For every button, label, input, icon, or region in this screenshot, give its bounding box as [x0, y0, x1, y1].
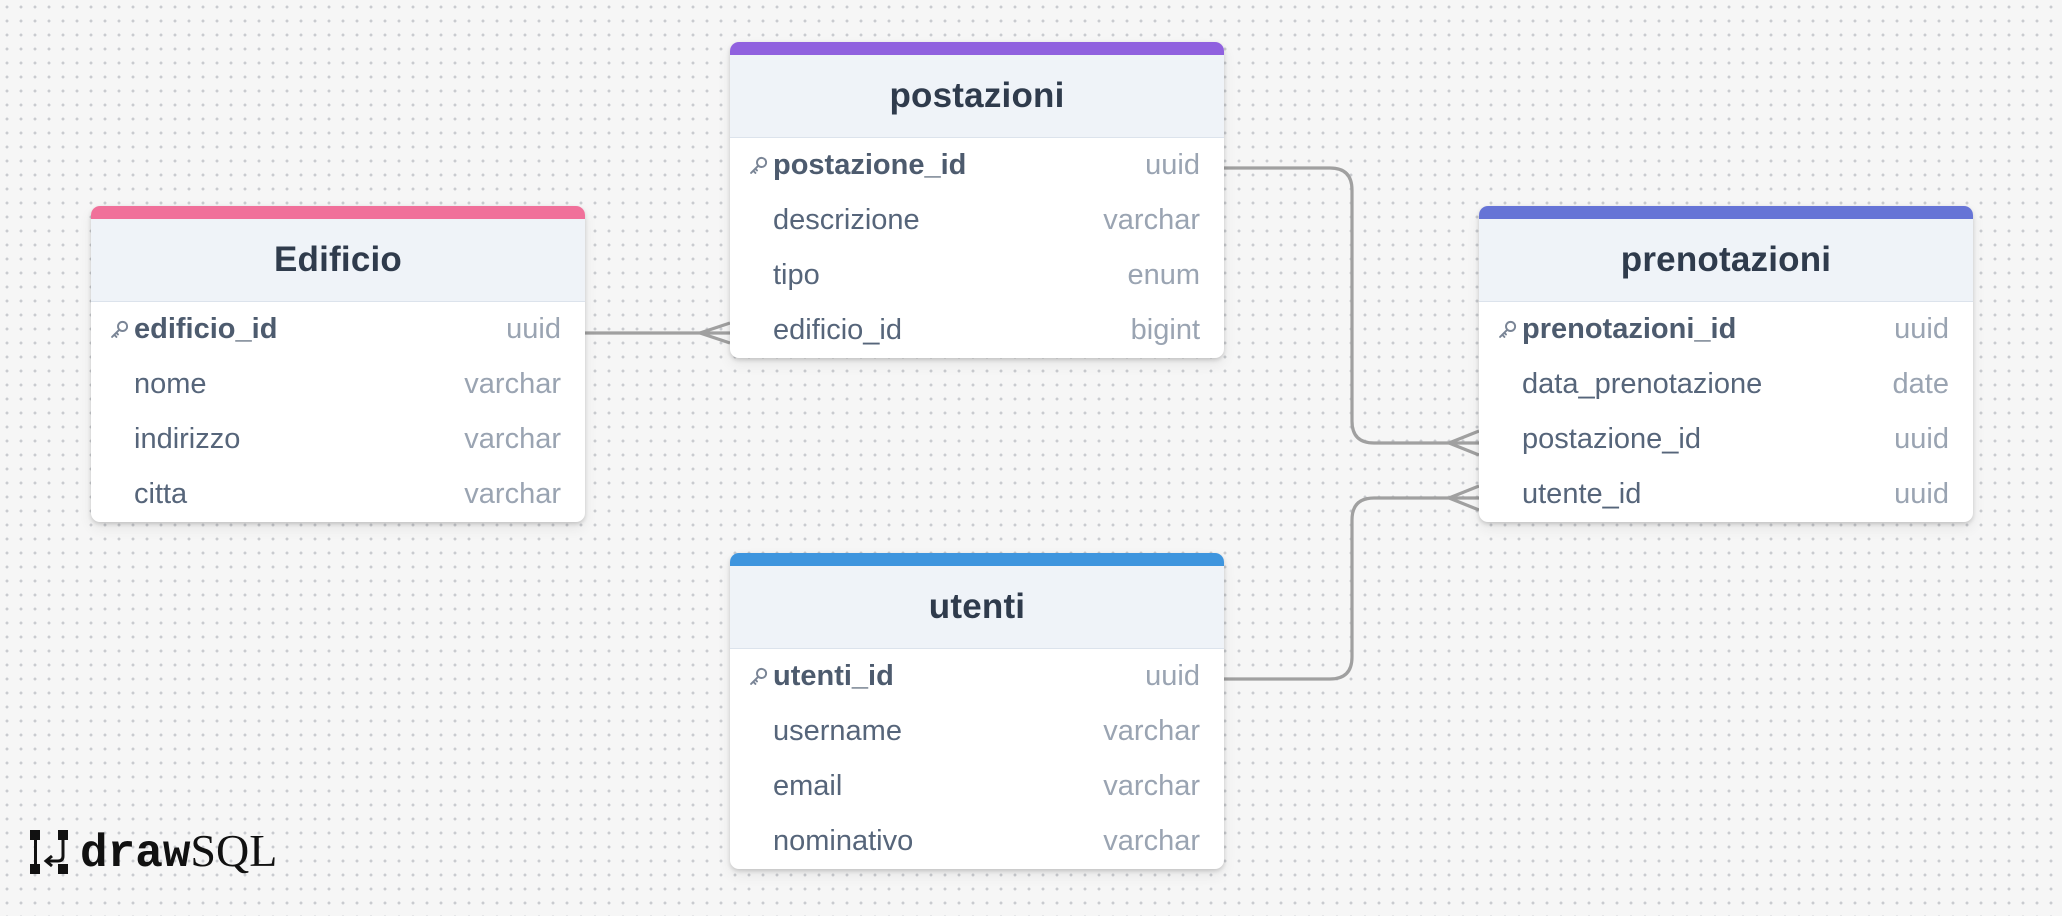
relation-postazioni-prenotazioni[interactable] — [1224, 166, 1480, 457]
field-row-utenti-id[interactable]: utenti_id uuid — [748, 649, 1200, 704]
field-type: varchar — [464, 423, 561, 455]
field-row-prenotazioni-id[interactable]: prenotazioni_id uuid — [1497, 302, 1949, 357]
field-type: uuid — [1894, 478, 1949, 510]
field-name: prenotazioni_id — [1522, 313, 1737, 345]
key-icon — [109, 319, 134, 340]
field-row-nominativo[interactable]: nominativo varchar — [748, 814, 1200, 869]
field-type: varchar — [1103, 825, 1200, 857]
field-row-data-prenotazione[interactable]: data_prenotazione date — [1497, 357, 1949, 412]
field-row-descrizione[interactable]: descrizione varchar — [748, 193, 1200, 248]
field-type: varchar — [464, 478, 561, 510]
field-name: data_prenotazione — [1522, 368, 1763, 400]
drawsql-logo[interactable]: drawSQL — [30, 826, 277, 878]
field-name: postazione_id — [1522, 423, 1701, 455]
field-name: utenti_id — [773, 660, 894, 692]
table-title: prenotazioni — [1620, 240, 1832, 279]
field-name: nominativo — [773, 825, 914, 857]
table-header[interactable]: postazioni — [730, 55, 1224, 138]
field-name: utente_id — [1522, 478, 1642, 510]
field-row-citta[interactable]: citta varchar — [109, 467, 561, 522]
field-type: uuid — [1145, 660, 1200, 692]
field-row-indirizzo[interactable]: indirizzo varchar — [109, 412, 561, 467]
field-name: username — [773, 715, 902, 747]
drawsql-logo-icon — [30, 830, 68, 874]
logo-text-bold: draw — [80, 828, 191, 880]
field-name: edificio_id — [134, 313, 278, 345]
field-name: indirizzo — [134, 423, 241, 455]
field-row-edificio-id[interactable]: edificio_id bigint — [748, 303, 1200, 358]
table-postazioni[interactable]: postazioni postazione_id uuid descrizione v… — [730, 42, 1224, 358]
field-type: uuid — [1145, 149, 1200, 181]
table-header[interactable]: utenti — [730, 566, 1224, 649]
table-title: utenti — [928, 587, 1026, 626]
field-name: descrizione — [773, 204, 920, 236]
field-list: edificio_id uuid nome varchar indirizzo varch… — [91, 302, 585, 522]
field-type: varchar — [464, 368, 561, 400]
field-type: varchar — [1103, 715, 1200, 747]
field-name: nome — [134, 368, 207, 400]
field-name: tipo — [773, 259, 820, 291]
table-header[interactable]: prenotazioni — [1479, 219, 1973, 302]
field-type: enum — [1127, 259, 1200, 291]
logo-text-light: SQL — [190, 825, 278, 876]
key-icon — [1497, 319, 1522, 340]
relation-edificio-postazioni[interactable] — [585, 321, 731, 345]
field-list: postazione_id uuid descrizione varchar tipo e… — [730, 138, 1224, 358]
field-row-postazione-id[interactable]: postazione_id uuid — [748, 138, 1200, 193]
key-icon — [748, 666, 773, 687]
field-list: utenti_id uuid username varchar email varchar… — [730, 649, 1224, 869]
key-icon — [748, 155, 773, 176]
field-type: uuid — [506, 313, 561, 345]
field-type: bigint — [1130, 314, 1200, 346]
field-row-utente-id[interactable]: utente_id uuid — [1497, 467, 1949, 522]
table-accent-bar — [730, 42, 1224, 55]
field-type: varchar — [1103, 204, 1200, 236]
field-row-nome[interactable]: nome varchar — [109, 357, 561, 412]
field-name: citta — [134, 478, 188, 510]
field-name: edificio_id — [773, 314, 902, 346]
relation-utenti-prenotazioni[interactable] — [1224, 484, 1480, 681]
field-row-postazione-id[interactable]: postazione_id uuid — [1497, 412, 1949, 467]
field-type: uuid — [1894, 423, 1949, 455]
field-row-username[interactable]: username varchar — [748, 704, 1200, 759]
table-accent-bar — [91, 206, 585, 219]
table-header[interactable]: Edificio — [91, 219, 585, 302]
drawsql-wordmark: drawSQL — [80, 825, 278, 880]
table-accent-bar — [730, 553, 1224, 566]
field-type: varchar — [1103, 770, 1200, 802]
field-name: postazione_id — [773, 149, 967, 181]
field-name: email — [773, 770, 843, 802]
field-row-email[interactable]: email varchar — [748, 759, 1200, 814]
table-title: postazioni — [889, 76, 1065, 115]
field-row-edificio-id[interactable]: edificio_id uuid — [109, 302, 561, 357]
table-title: Edificio — [274, 240, 402, 279]
table-accent-bar — [1479, 206, 1973, 219]
field-row-tipo[interactable]: tipo enum — [748, 248, 1200, 303]
field-type: uuid — [1894, 313, 1949, 345]
field-type: date — [1892, 368, 1949, 400]
